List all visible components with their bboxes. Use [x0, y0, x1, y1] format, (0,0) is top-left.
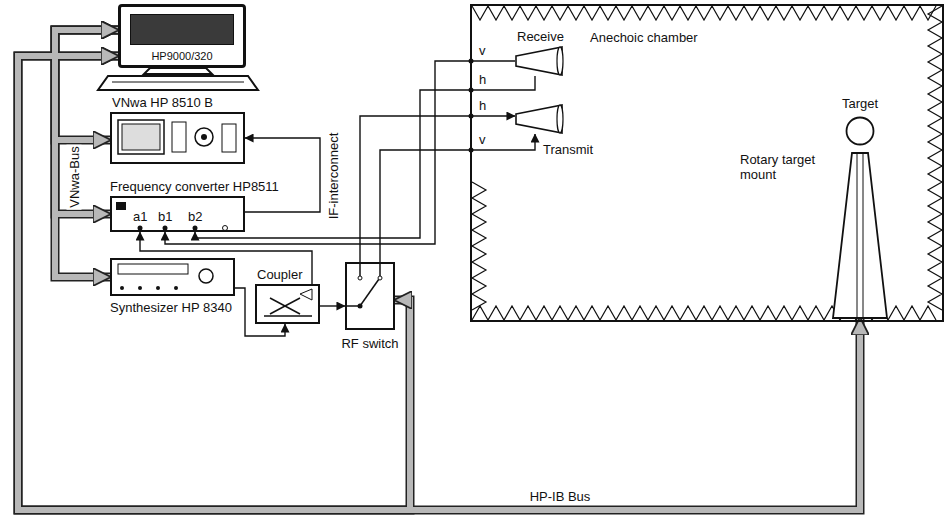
coupler-load [300, 289, 312, 300]
network-analyzer: VNwa HP 8510 B [110, 112, 245, 164]
device-label: RF switch [341, 336, 398, 351]
polarization-label: h [479, 72, 486, 87]
key-panel [222, 124, 236, 152]
computer-monitor: HP9000/320 [118, 4, 246, 68]
bus-outline [18, 56, 410, 510]
signal-line [165, 61, 515, 244]
port [174, 286, 178, 290]
knob-center [201, 134, 207, 140]
knob [195, 128, 213, 146]
contact [358, 276, 362, 280]
bus-line [18, 56, 860, 510]
port-name: a1 [133, 209, 147, 224]
synth-display [118, 264, 188, 274]
bus-name: VNwa-Bus [67, 144, 82, 209]
contact [378, 276, 382, 280]
port [138, 286, 142, 290]
coupler-cross [270, 298, 300, 314]
signal-line [360, 116, 515, 262]
target-mount: Rotary target mount [832, 152, 888, 318]
polarization-label: h [479, 98, 486, 113]
signal-line [235, 288, 285, 336]
switch-contact [379, 262, 381, 276]
coupler-box: Coupler [255, 284, 320, 324]
indicator [116, 202, 126, 210]
antenna-label: Receive [517, 29, 564, 44]
port [138, 226, 143, 231]
keyboard-row [112, 82, 244, 83]
rf-switch: RF switch [345, 262, 395, 330]
device-label: Synthesizer HP 8340 [110, 300, 232, 315]
absorber-row [472, 6, 936, 20]
coupler-line [264, 315, 312, 317]
horn-outline [515, 104, 563, 134]
device-label: Coupler [257, 267, 303, 282]
port [156, 286, 160, 290]
mount-label: Rotary target mount [740, 152, 840, 182]
transmit-antenna: Transmit [515, 104, 563, 134]
receive-antenna: Receive [515, 46, 563, 76]
mount-outline [832, 152, 888, 318]
signal-name: IF-interconnect [326, 131, 341, 222]
bus-outline [18, 56, 860, 510]
port [120, 286, 124, 290]
port [163, 226, 168, 231]
switch-blade [360, 279, 379, 306]
coupler-cross [270, 298, 300, 314]
anechoic-chamber: Anechoic chamberReceiveTransmitTargetRot… [470, 4, 944, 322]
analyzer-screen [118, 120, 164, 154]
antenna-label: Transmit [543, 142, 593, 157]
port-name: b1 [158, 209, 172, 224]
port [193, 226, 198, 231]
polarization-label: v [479, 43, 486, 58]
bus-outline [55, 30, 118, 277]
port [223, 226, 228, 231]
bus-name: HP-IB Bus [528, 489, 593, 504]
absorber-row [928, 6, 942, 310]
device-label: Frequency converter HP8511 [110, 179, 279, 194]
signal-line [195, 76, 535, 238]
bus-line [55, 30, 118, 277]
signal-line [320, 305, 345, 306]
bus-line [55, 30, 118, 140]
horn-outline [515, 46, 563, 76]
knob [199, 269, 213, 283]
absorber-row [472, 182, 486, 310]
region-label: Anechoic chamber [590, 30, 698, 45]
circle-outline [845, 116, 875, 146]
switch-contact [359, 262, 361, 276]
keyboard [98, 76, 258, 90]
synthesizer: Synthesizer HP 8340 [110, 258, 235, 296]
target-sphere: Target [845, 116, 875, 146]
device-label: HP9000/320 [121, 50, 243, 63]
monitor-stand [144, 68, 212, 74]
port-name: b2 [188, 209, 202, 224]
frequency-converter: Frequency converter HP8511 [110, 196, 245, 232]
device-label: VNwa HP 8510 B [112, 95, 213, 110]
signal-line [245, 138, 320, 212]
polarization-label: v [479, 132, 486, 147]
monitor-screen [130, 14, 234, 45]
bus-line [18, 56, 410, 510]
signal-line [380, 134, 535, 262]
bus-outline [55, 30, 118, 140]
target-label: Target [842, 96, 878, 111]
analyzer-display [122, 124, 160, 150]
key-panel [172, 122, 186, 152]
